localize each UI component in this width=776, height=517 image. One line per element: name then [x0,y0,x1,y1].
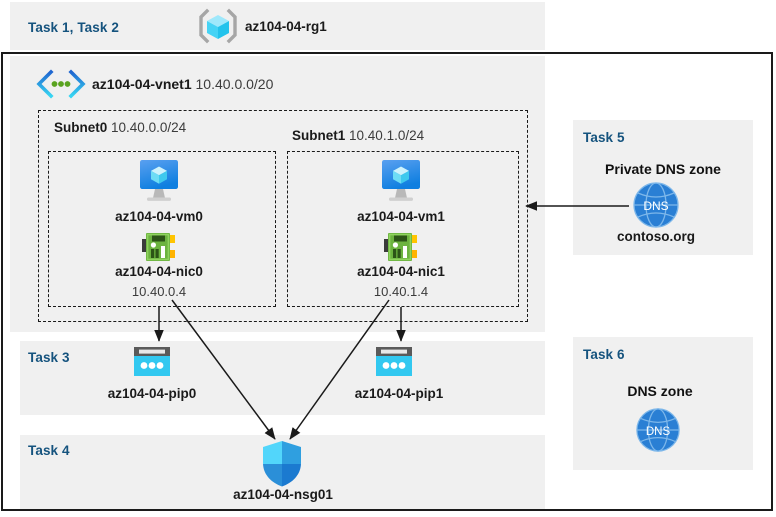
network-interface-icon [142,231,178,263]
resource-group-panel [10,2,545,50]
svg-text:DNS: DNS [646,426,671,438]
public-ip-address-icon [374,345,414,379]
vnet-title: az104-04-vnet1 10.40.0.0/20 [92,76,273,92]
vnet-name: az104-04-vnet1 [92,76,192,92]
subnet0-title: Subnet0 10.40.0.0/24 [54,120,186,135]
task-label-1-2: Task 1, Task 2 [28,20,119,35]
subnet1-title: Subnet1 10.40.1.0/24 [292,128,424,143]
network-interface-icon [384,231,420,263]
virtual-network-panel [10,56,545,332]
diagram-outer-frame [1,52,773,511]
dns-globe-icon: DNS [634,407,682,453]
network-security-group-shield-icon [260,440,304,488]
virtual-machine-icon [374,158,428,204]
vm0-name: az104-04-vm0 [115,209,203,224]
vnet-cidr: 10.40.0.0/20 [195,76,274,92]
virtual-network-icon [36,69,86,99]
resource-group-cube-icon [196,8,240,44]
subnet0-cidr: 10.40.0.0/24 [111,120,187,135]
nic1-name: az104-04-nic1 [357,264,445,279]
pip1-name: az104-04-pip1 [354,386,444,401]
nic0-name: az104-04-nic0 [115,264,203,279]
subnets-container [38,110,528,322]
svg-text:DNS: DNS [643,199,668,213]
task-label-4: Task 4 [28,443,70,458]
virtual-machine-icon [132,158,186,204]
private-dns-zone-heading: Private DNS zone [605,161,721,177]
public-ip-address-icon [132,345,172,379]
nsg-name: az104-04-nsg01 [233,487,333,502]
subnet0-box [48,151,276,307]
public-ip-panel [20,341,545,415]
resource-group-name: az104-04-rg1 [245,19,327,34]
private-dns-zone-name: contoso.org [617,229,695,244]
dns-globe-icon: DNS [631,182,681,228]
nic0-ip: 10.40.0.4 [131,284,187,299]
dns-zone-heading: DNS zone [627,383,693,399]
subnet1-box [287,151,519,307]
subnet1-name: Subnet1 [292,128,346,143]
nic1-ip: 10.40.1.4 [373,284,429,299]
pip0-name: az104-04-pip0 [107,386,197,401]
vm1-name: az104-04-vm1 [357,209,445,224]
task-label-3: Task 3 [28,350,70,365]
task-label-5: Task 5 [583,130,625,145]
subnet1-cidr: 10.40.1.0/24 [349,128,425,143]
task-label-6: Task 6 [583,347,625,362]
subnet0-name: Subnet0 [54,120,108,135]
